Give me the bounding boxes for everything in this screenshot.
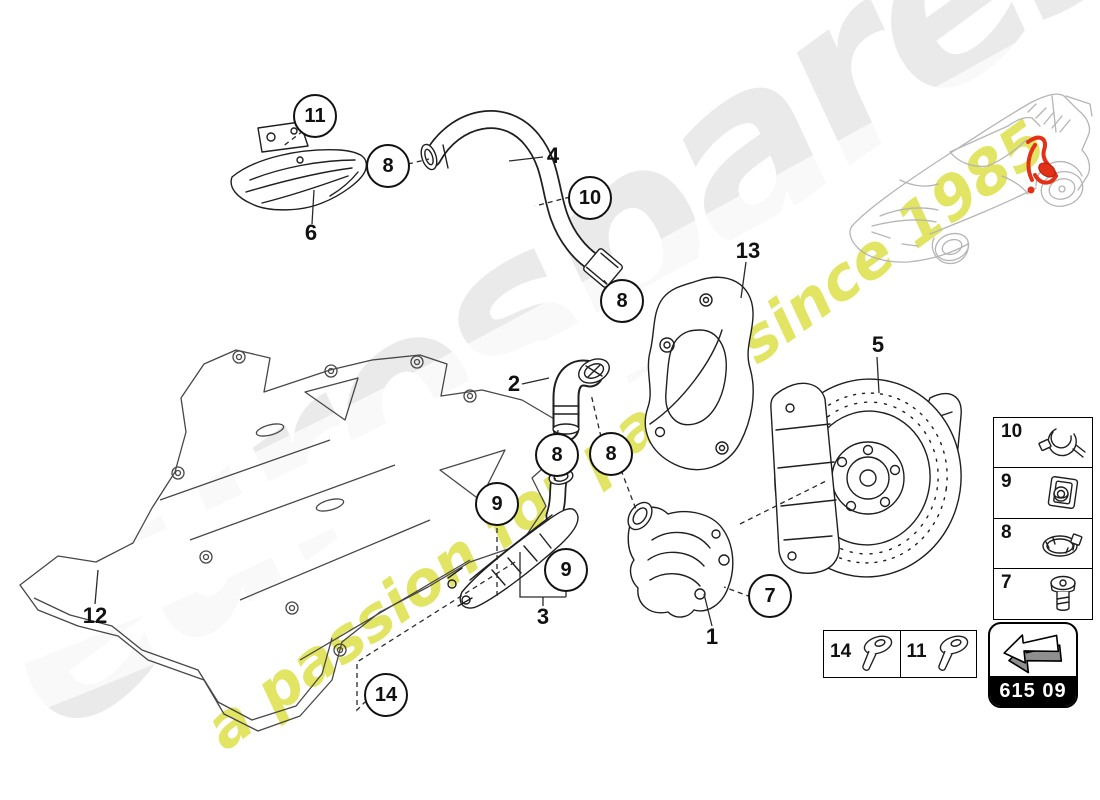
torx-screw-icon <box>1050 575 1076 611</box>
part-6-air-duct-drawing <box>230 121 368 211</box>
part-label-2[interactable]: 2 <box>507 371 521 396</box>
part-label-13[interactable]: 13 <box>735 238 761 263</box>
part-label-6[interactable]: 6 <box>304 220 318 245</box>
part-2-elbow-pipe-drawing <box>552 358 610 442</box>
hardware-legend: 10 9 8 7 <box>993 417 1093 620</box>
legend-item-9: 9 <box>993 467 1093 520</box>
hose-clamp-icon <box>1042 533 1083 557</box>
highlighted-part-location <box>1026 135 1058 194</box>
callout-8-hose-bottom[interactable]: 8 <box>600 279 644 323</box>
flange-screw-icon <box>938 635 969 671</box>
callout-7[interactable]: 7 <box>748 574 792 618</box>
callout-11[interactable]: 11 <box>293 94 337 138</box>
callout-9-left[interactable]: 9 <box>475 482 519 526</box>
fastener-number: 14 <box>830 641 852 662</box>
part-12-underbody-panel-drawing <box>19 349 562 732</box>
part-4-hose-drawing <box>420 110 623 288</box>
part-group-badge[interactable]: 615 09 <box>988 622 1078 708</box>
car-locator-drawing <box>849 93 1093 265</box>
legend-number: 9 <box>1001 471 1012 493</box>
legend-number: 10 <box>1001 421 1023 442</box>
legend-item-7: 7 <box>993 567 1093 620</box>
callout-8-bracket[interactable]: 8 <box>589 432 633 476</box>
legend-item-8: 8 <box>993 517 1093 570</box>
legend-item-10: 10 <box>993 417 1093 469</box>
part-label-5[interactable]: 5 <box>871 332 885 357</box>
fastener-item-14: 14 <box>824 631 901 677</box>
callout-8-elbow[interactable]: 8 <box>535 433 579 477</box>
callout-10[interactable]: 10 <box>568 176 612 220</box>
part-group-code: 615 09 <box>990 676 1076 706</box>
fastener-number: 11 <box>906 641 927 662</box>
direction-arrow-icon <box>990 624 1076 676</box>
part-label-3[interactable]: 3 <box>536 604 550 629</box>
panel-screw-bosses <box>171 350 477 657</box>
worm-drive-clamp-icon <box>1038 428 1086 458</box>
part-label-4[interactable]: 4 <box>546 143 560 168</box>
fastener-item-11: 11 <box>901 631 977 677</box>
leader-lines <box>94 130 880 712</box>
part-3-air-duct-drawing <box>447 469 579 609</box>
legend-number: 7 <box>1001 571 1012 593</box>
part-1-bracket-duct-drawing <box>627 501 734 618</box>
callout-9-right[interactable]: 9 <box>544 548 588 592</box>
part-5-brake-disc-drawing <box>770 378 962 578</box>
part-label-1[interactable]: 1 <box>705 624 719 649</box>
legend-number: 8 <box>1001 521 1012 543</box>
flange-screw-icon <box>861 635 892 671</box>
part-13-cover-plate-drawing <box>644 276 754 471</box>
clip-nut-icon <box>1047 476 1079 510</box>
callout-14[interactable]: 14 <box>364 673 408 717</box>
fastener-box: 14 11 <box>823 630 977 678</box>
part-label-12[interactable]: 12 <box>82 603 108 628</box>
callout-8-hose-left[interactable]: 8 <box>366 144 410 188</box>
